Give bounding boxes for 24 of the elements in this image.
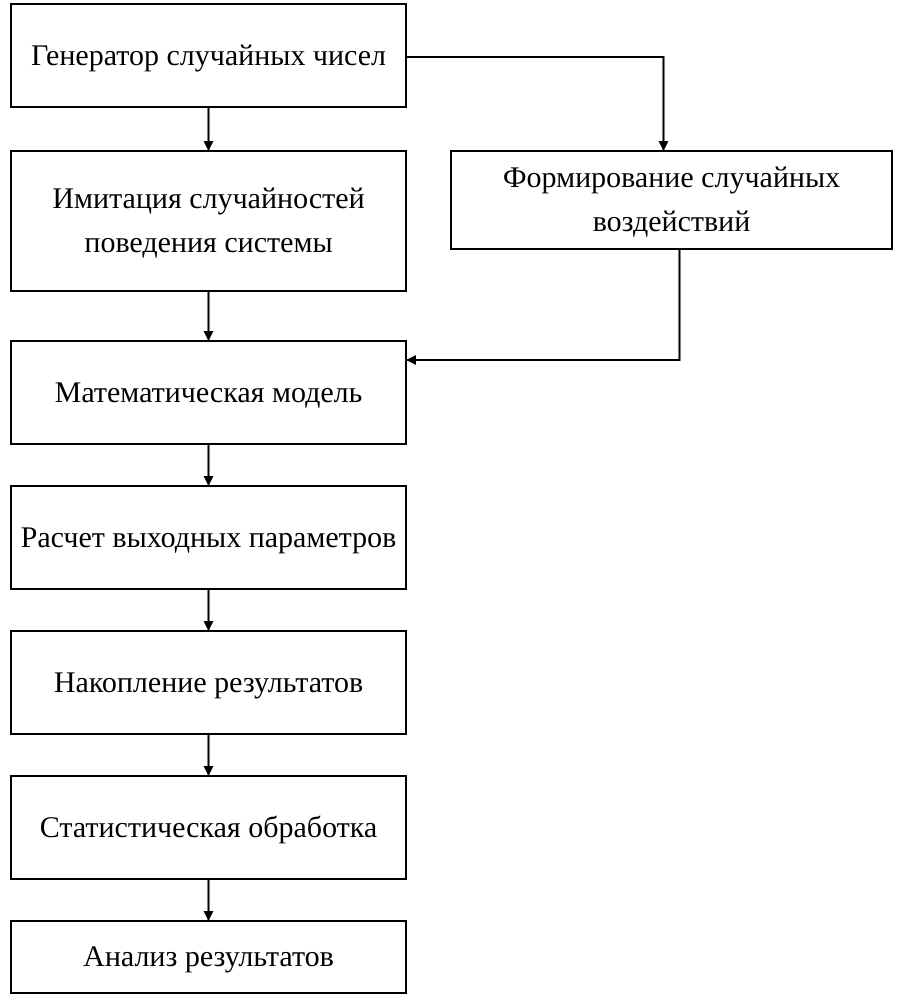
process-box (10, 775, 407, 880)
process-box (10, 150, 407, 292)
arrow (406, 250, 680, 365)
arrow (204, 735, 214, 776)
box-label: Генератор случайных чисел (30, 38, 386, 74)
box-label: Расчет выходных параметров (20, 520, 396, 556)
arrow (204, 590, 214, 631)
arrow (407, 56, 668, 151)
process-box (10, 630, 407, 735)
box-label: Формирование случайных воздействий (502, 160, 842, 240)
box-label: Математическая модель (54, 374, 362, 410)
process-box (450, 150, 893, 250)
arrow (204, 292, 214, 341)
box-label: Имитация случайностей поведения системы (51, 181, 366, 261)
box-label: Анализ результатов (83, 939, 334, 975)
arrow (204, 108, 214, 151)
arrow (204, 880, 214, 921)
process-box (10, 3, 407, 108)
box-label: Накопление результатов (54, 664, 364, 700)
process-box (10, 920, 407, 994)
process-box (10, 485, 407, 590)
box-label: Статистическая обработка (40, 810, 378, 846)
arrow (204, 445, 214, 486)
process-box (10, 340, 407, 445)
